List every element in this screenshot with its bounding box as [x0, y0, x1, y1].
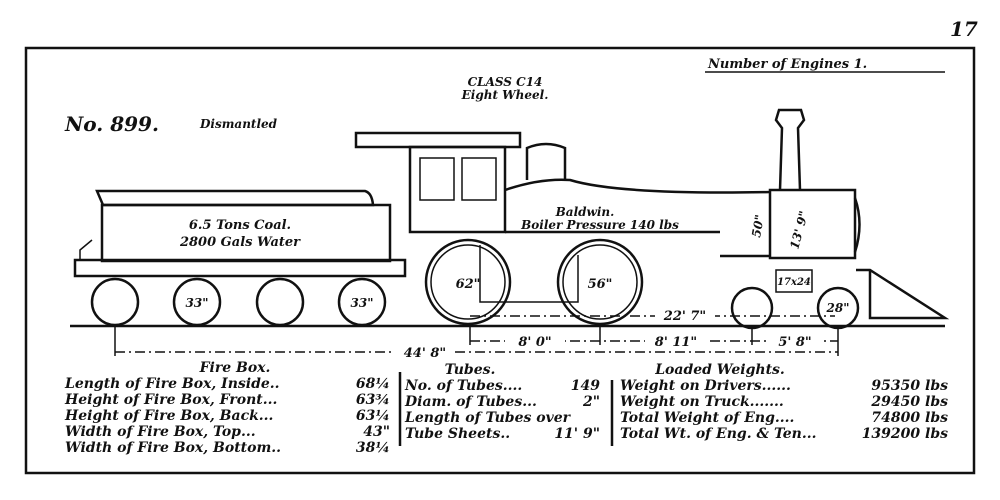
- fire-box-heading: Fire Box.: [199, 360, 271, 376]
- engine-status: Dismantled: [199, 117, 278, 131]
- tubes-heading: Tubes.: [445, 362, 496, 378]
- table-row-label: Length of Fire Box, Inside..: [64, 376, 280, 392]
- tubes-table: Tubes. No. of Tubes.... 149 Diam. of Tub…: [404, 362, 600, 442]
- engine-wheelbase: 22' 7": [663, 309, 706, 324]
- dim-driver-truck: 8' 11": [655, 335, 697, 350]
- table-row-value: 38¼: [356, 440, 390, 456]
- table-row-value: 68¼: [356, 376, 390, 392]
- class-label: CLASS C14: [468, 75, 543, 89]
- table-row-label: Tube Sheets..: [405, 426, 510, 442]
- tender-wheel-dia-2: 33": [351, 296, 374, 310]
- tender-coal: 6.5 Tons Coal.: [189, 218, 291, 233]
- table-row-value: 11' 9": [554, 426, 600, 442]
- table-row-label: Total Wt. of Eng. & Ten...: [620, 426, 816, 442]
- truck-wheel-dia: 28": [826, 301, 850, 315]
- engine: [354, 108, 950, 330]
- table-row-value: 95350 lbs: [871, 378, 948, 394]
- dim-drivers: 8' 0": [518, 335, 551, 350]
- diagram-border: [24, 46, 976, 475]
- table-row-label: Width of Fire Box, Top...: [65, 424, 256, 440]
- table-row-value: 43": [363, 424, 390, 440]
- dim-truck: 5' 8": [778, 335, 811, 350]
- engine-number: No. 899.: [64, 112, 159, 136]
- tender-water: 2800 Gals Water: [179, 235, 301, 250]
- table-row-value: 74800 lbs: [871, 410, 948, 426]
- cylinder-size: 17x24: [777, 277, 811, 288]
- table-row-label: No. of Tubes....: [404, 378, 522, 394]
- builder-label: Baldwin.: [555, 205, 615, 219]
- table-row-label: Weight on Truck.......: [620, 394, 784, 410]
- table-row-label: Height of Fire Box, Back...: [64, 408, 273, 424]
- loaded-weights-table: Loaded Weights. Weight on Drivers...... …: [620, 362, 948, 442]
- table-row-value: 139200 lbs: [862, 426, 948, 442]
- loaded-weights-heading: Loaded Weights.: [654, 362, 785, 378]
- table-row-value: 2": [582, 394, 600, 410]
- wheel-type: Eight Wheel.: [461, 88, 549, 102]
- table-row-value: 149: [571, 378, 600, 394]
- tender-wheel-dia-1: 33": [186, 296, 209, 310]
- table-row-value: 63¾: [356, 392, 390, 408]
- page-number: 17: [950, 17, 978, 41]
- table-row-label: Diam. of Tubes...: [404, 394, 537, 410]
- driver-dia-1: 62": [456, 277, 481, 292]
- tender: [73, 189, 407, 327]
- stack-height: 13' 9": [787, 209, 811, 250]
- driver-dia-2: 56": [588, 277, 613, 292]
- table-row-label: Total Weight of Eng....: [620, 410, 794, 426]
- table-row-label: Height of Fire Box, Front...: [64, 392, 277, 408]
- table-row-label: Weight on Drivers......: [620, 378, 791, 394]
- table-row-label: Length of Tubes over: [404, 410, 572, 426]
- total-wheelbase: 44' 8": [404, 346, 446, 361]
- table-row-value: 29450 lbs: [870, 394, 948, 410]
- table-row-value: 63¼: [356, 408, 390, 424]
- table-row-label: Width of Fire Box, Bottom..: [65, 440, 281, 456]
- fire-box-table: Fire Box. Length of Fire Box, Inside.. 6…: [64, 360, 390, 456]
- boiler-height: 50": [749, 213, 767, 238]
- number-of-engines: Number of Engines 1.: [707, 57, 867, 72]
- boiler-pressure: Boiler Pressure 140 lbs: [520, 218, 679, 232]
